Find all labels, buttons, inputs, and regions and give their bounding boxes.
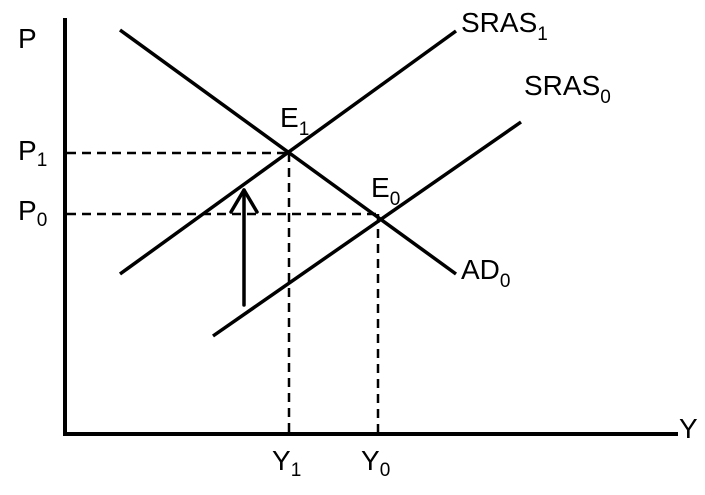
sras1-label: SRAS1 <box>461 7 548 45</box>
ad0-label: AD0 <box>461 254 510 292</box>
sras0-curve <box>212 120 522 338</box>
y0-label: Y0 <box>361 445 390 481</box>
output-axis-label: Y <box>679 413 698 444</box>
shift-arrow-icon <box>229 188 259 307</box>
sras1-curve <box>118 29 458 276</box>
p0-label: P0 <box>18 195 47 231</box>
sras0-label: SRAS0 <box>524 70 611 108</box>
y1-label: Y1 <box>272 445 301 481</box>
p1-label: P1 <box>18 135 47 171</box>
e0-label: E0 <box>371 172 400 210</box>
price-axis-label: P <box>18 23 37 54</box>
e1-label: E1 <box>280 102 309 140</box>
